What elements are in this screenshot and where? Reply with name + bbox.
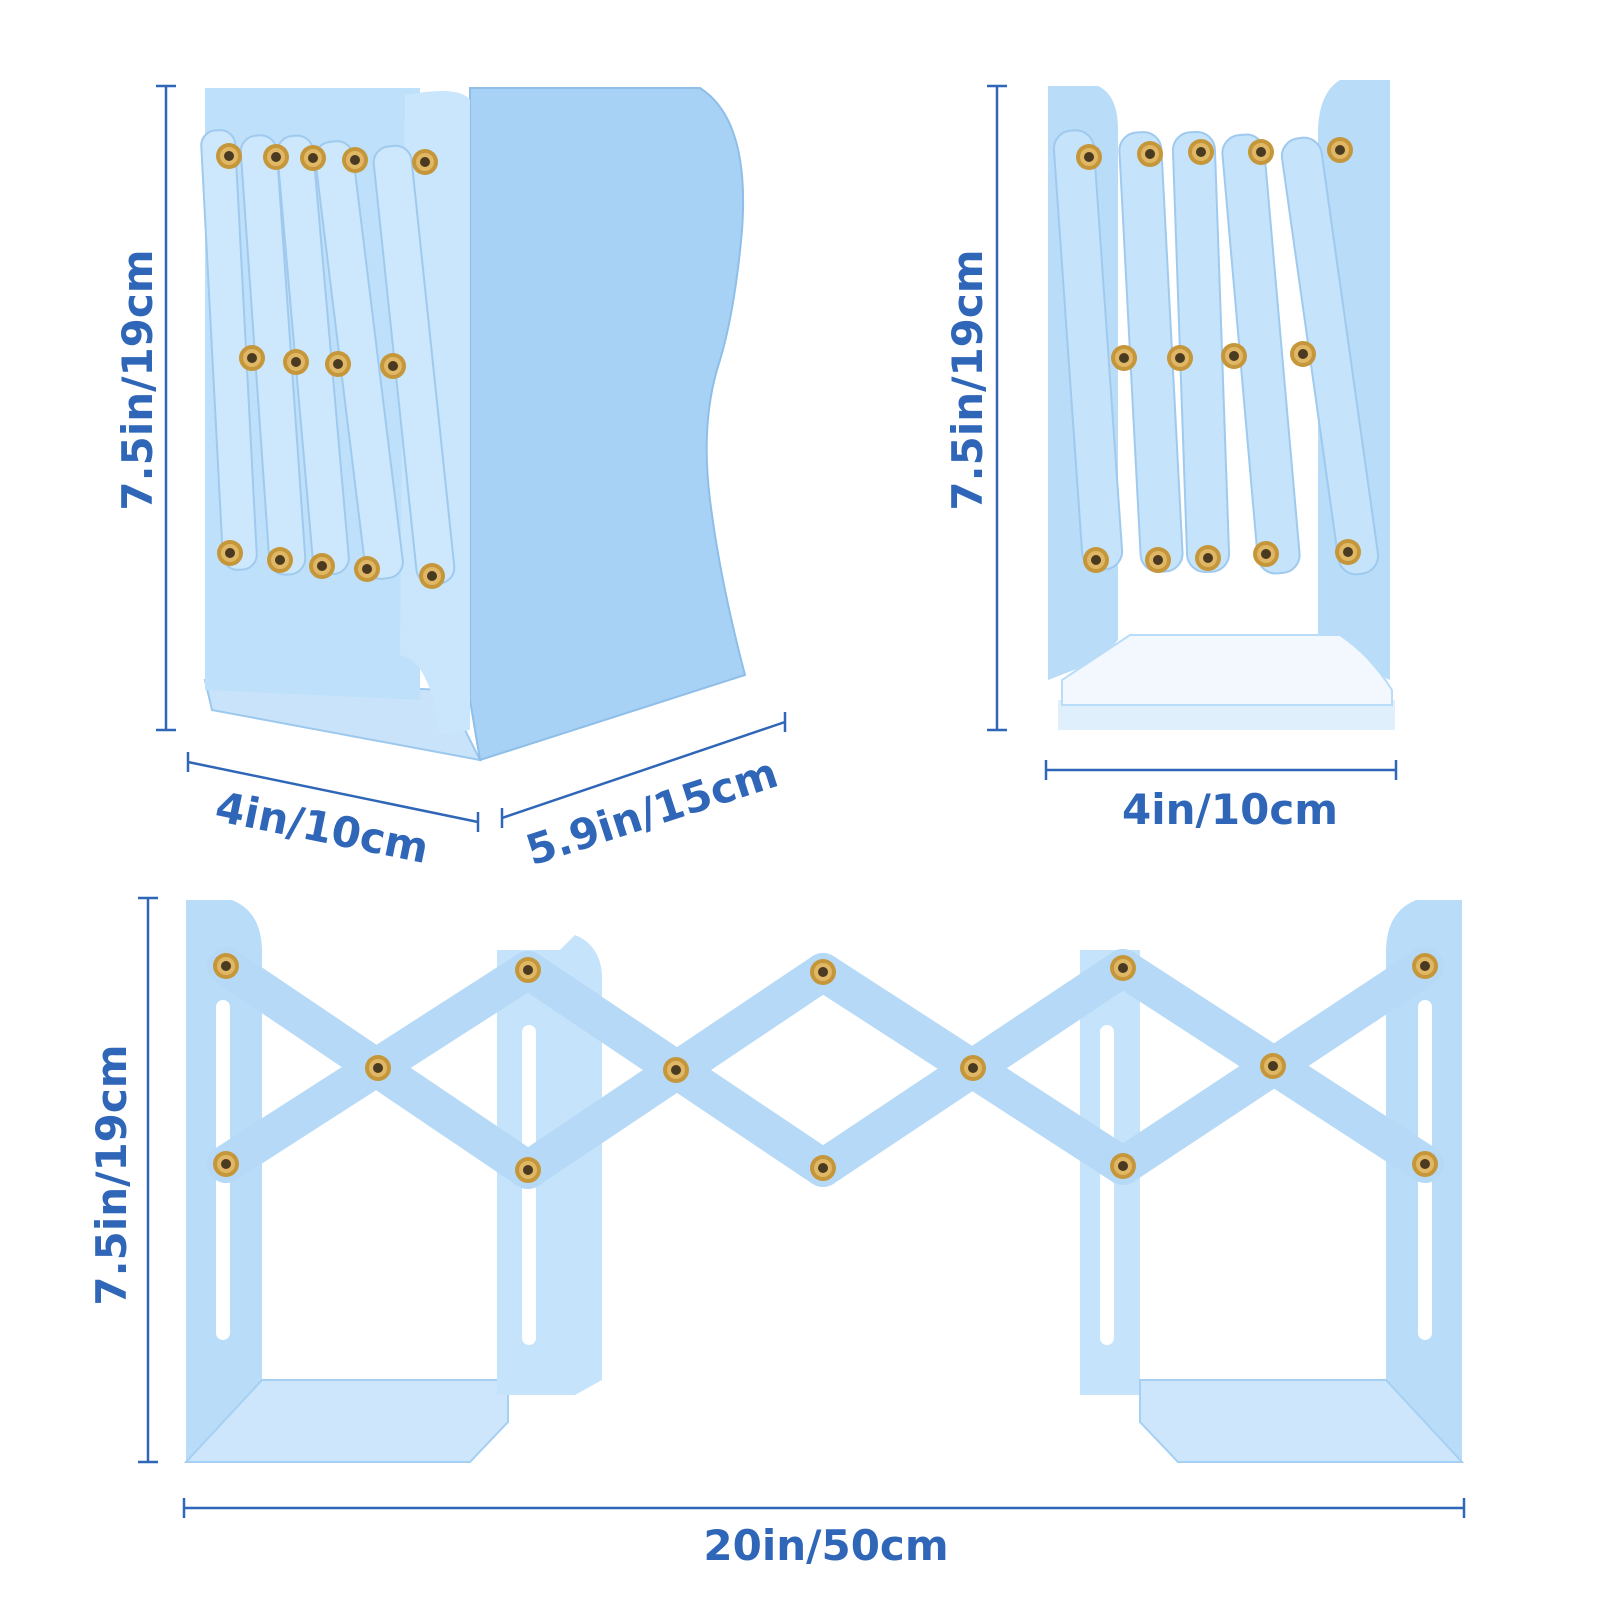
angled-height-label: 7.5in/19cm [113, 249, 162, 511]
front-dimension-lines [987, 84, 1398, 780]
angled-bookend [200, 87, 747, 762]
front-bookend [1048, 80, 1395, 730]
extended-bookend [183, 900, 1465, 1463]
extended-height-label: 7.5in/19cm [87, 1044, 136, 1306]
front-width-label: 4in/10cm [1122, 785, 1338, 834]
extended-dimension-lines [138, 896, 1466, 1518]
angled-dimension-lines [156, 84, 787, 832]
extended-width-label: 20in/50cm [703, 1521, 949, 1570]
front-height-label: 7.5in/19cm [943, 249, 992, 511]
